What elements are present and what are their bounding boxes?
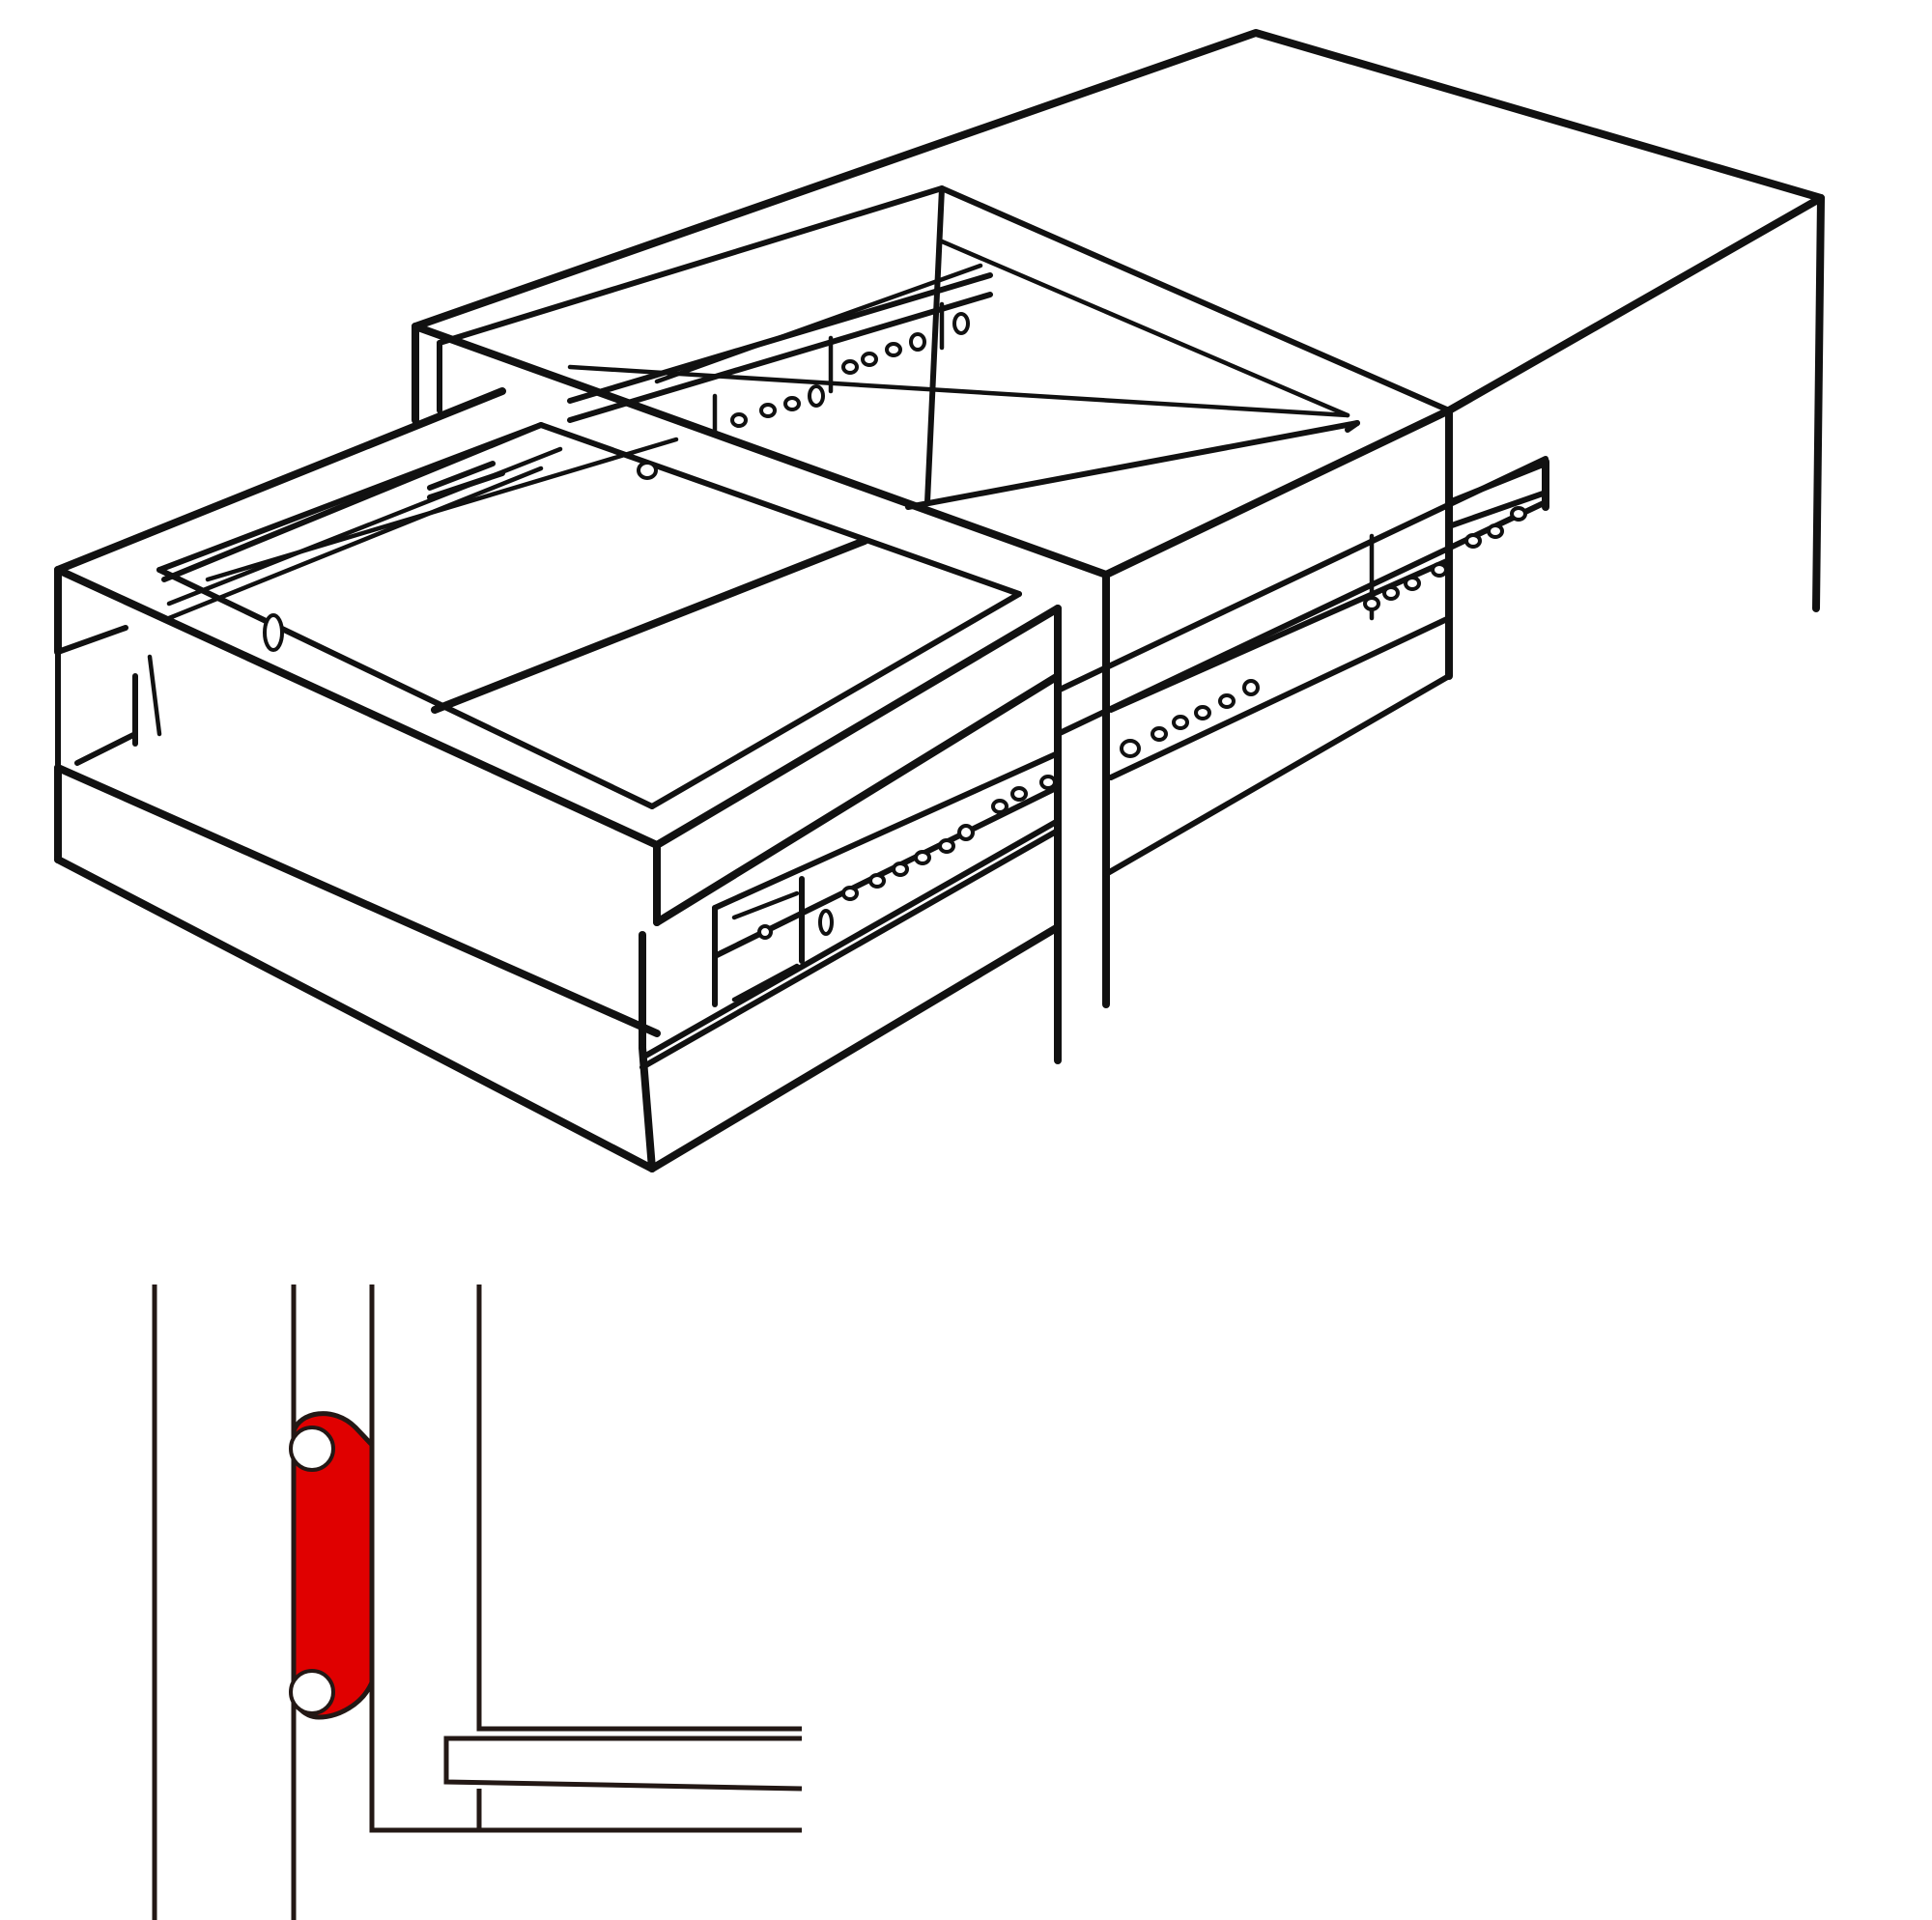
slide-rail-left <box>132 422 658 747</box>
isometric-drawer-figure <box>54 29 1825 1172</box>
cabinet-carcass <box>412 29 1825 1008</box>
drawer-bottom-panel <box>443 1736 803 1792</box>
drawer-bottom-groove <box>476 1285 802 1732</box>
bearing-ball-bottom <box>289 1669 335 1715</box>
bearing-ball-top <box>289 1426 335 1472</box>
slide-rail-front-lower <box>712 750 1061 1007</box>
drawer-side-outline <box>369 1285 802 1833</box>
section-detail-figure <box>152 1285 803 1920</box>
slide-rail-back <box>567 263 993 438</box>
slide-rail-right <box>1055 456 1549 780</box>
